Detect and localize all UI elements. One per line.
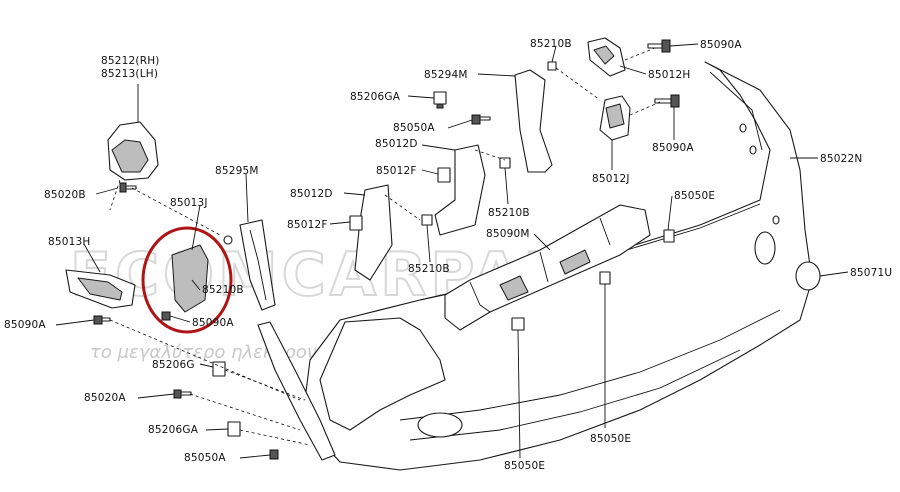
- clip-85206GA-top: [433, 91, 447, 109]
- label-85071U: 85071U: [850, 267, 892, 279]
- label-85012J: 85012J: [592, 173, 630, 185]
- bolt-85050A-bottom: [269, 449, 279, 460]
- label-85020A: 85020A: [84, 392, 126, 404]
- label-85213: 85213(LH): [101, 68, 158, 80]
- label-85210B-lower: 85210B: [488, 207, 530, 219]
- label-85090A-mid: 85090A: [192, 317, 234, 329]
- clip-85050E-top: [663, 229, 675, 243]
- bolt-85090A-topright: [647, 39, 671, 53]
- label-85012D-mid: 85012D: [290, 188, 333, 200]
- clip-85050E-center: [511, 317, 525, 331]
- leader-lines: [55, 43, 849, 459]
- tow-hook-cap: [795, 261, 821, 291]
- label-85020B: 85020B: [44, 189, 86, 201]
- vertical-bracket: [239, 219, 276, 311]
- bolt-85020A: [173, 389, 192, 399]
- label-85206GA-top: 85206GA: [350, 91, 401, 103]
- fog-lamp-hole-right: [754, 231, 776, 265]
- bolt-85090A-right: [654, 94, 680, 108]
- side-bracket-rh: [171, 244, 209, 313]
- label-85206GA-bottom: 85206GA: [148, 424, 199, 436]
- bolt-85090A-mid: [161, 311, 171, 321]
- upper-stay-bracket: [514, 69, 553, 173]
- clip-85210B-lower: [421, 214, 433, 226]
- clip-85210B-top: [547, 61, 557, 71]
- left-side-components: [65, 121, 336, 461]
- clip-85210B-left: [223, 235, 233, 245]
- label-85210B-left: 85210B: [202, 284, 244, 296]
- label-85090M: 85090M: [486, 228, 530, 240]
- clip-85206GA-bottom: [227, 421, 241, 437]
- label-85050A-top: 85050A: [393, 122, 435, 134]
- label-85012F-mid: 85012F: [287, 219, 328, 231]
- label-85090A-right: 85090A: [652, 142, 694, 154]
- clip-85210B-mid: [499, 157, 511, 169]
- label-85012H: 85012H: [648, 69, 691, 81]
- fog-lamp-hole-left: [417, 412, 463, 438]
- bolt-85050A-top: [471, 114, 491, 125]
- label-85212: 85212(RH): [101, 55, 160, 67]
- label-85012D-top: 85012D: [375, 138, 418, 150]
- clip-85012F-mid: [349, 215, 363, 231]
- label-85050A-bottom: 85050A: [184, 452, 226, 464]
- bracket-85012D-upper: [434, 144, 486, 236]
- label-85210B-top: 85210B: [530, 38, 572, 50]
- part-labels: 85212(RH) 85213(LH) 85020B 85013J 85013H…: [4, 38, 892, 472]
- right-side-components: [511, 37, 680, 331]
- energy-absorber: [444, 204, 651, 331]
- highlight-circle: [141, 226, 233, 334]
- clip-85050E-bottom: [599, 271, 611, 285]
- center-brackets: [349, 61, 601, 281]
- label-85206G: 85206G: [152, 359, 195, 371]
- rear-bumper-cover: [304, 61, 813, 471]
- bolt-85090A-left: [93, 315, 111, 325]
- bolt-85020B: [119, 182, 137, 193]
- label-85012F-top: 85012F: [376, 165, 417, 177]
- label-85013J: 85013J: [170, 197, 208, 209]
- label-85022N: 85022N: [820, 153, 862, 165]
- label-85050E-bottom: 85050E: [590, 433, 631, 445]
- label-85090A-topright: 85090A: [700, 39, 742, 51]
- label-85294M: 85294M: [424, 69, 468, 81]
- label-85050E-center: 85050E: [504, 460, 545, 472]
- label-85050E-top: 85050E: [674, 190, 715, 202]
- clip-85206G: [212, 361, 226, 377]
- label-85295M: 85295M: [215, 165, 259, 177]
- clip-85012F-top: [437, 167, 451, 183]
- label-85210B-mid: 85210B: [408, 263, 450, 275]
- label-85013H: 85013H: [48, 236, 91, 248]
- side-retainer-strip: [257, 321, 336, 461]
- label-85090A-left: 85090A: [4, 319, 46, 331]
